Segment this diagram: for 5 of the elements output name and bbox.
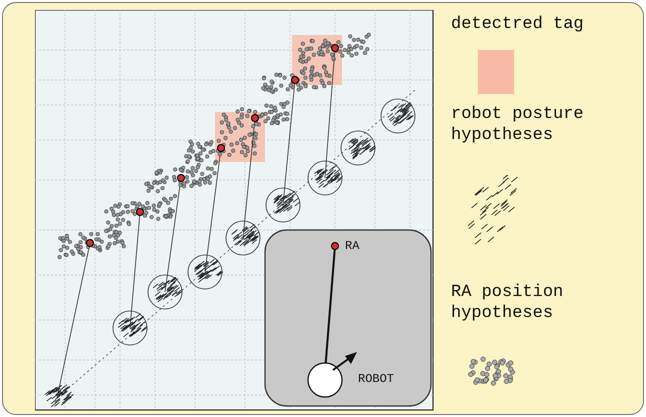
- plot-label: RA: [345, 239, 360, 253]
- legend-text: detectred tag: [451, 14, 585, 35]
- legend-text: robot posture hypotheses: [451, 104, 585, 146]
- plot-label: ROBOT: [358, 372, 394, 386]
- legend-text: RA position hypotheses: [451, 282, 564, 324]
